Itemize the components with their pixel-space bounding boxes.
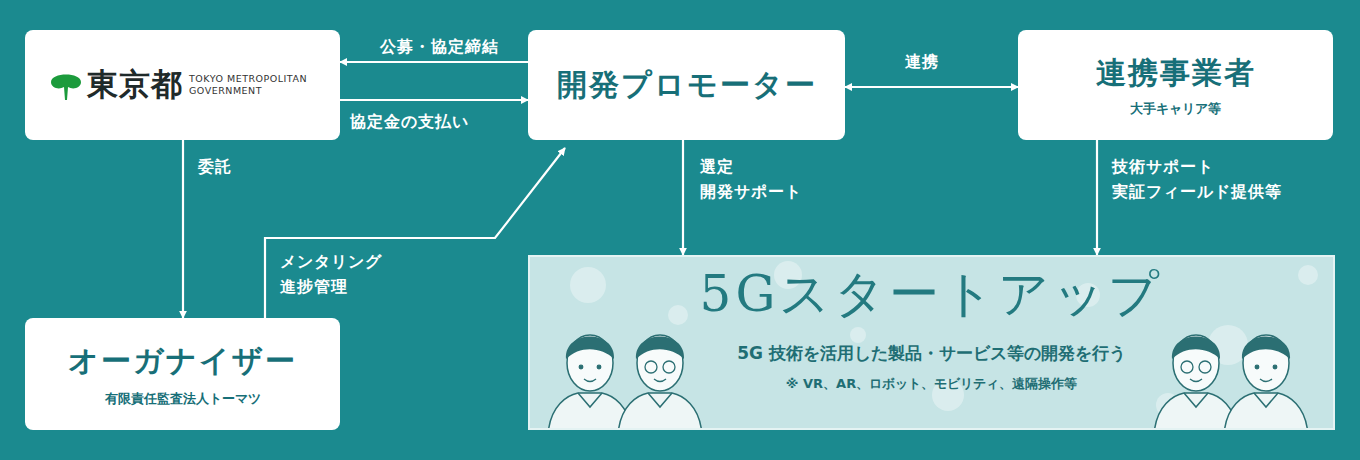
connector-arrow	[1096, 140, 1098, 255]
person-mouth	[584, 379, 596, 382]
box-subtitle: 有限責任監査法人トーマツ	[105, 390, 261, 408]
org-box: オーガナイザー有限責任監査法人トーマツ	[25, 318, 340, 430]
connector-label: 連携	[905, 50, 965, 75]
connector-arrow	[340, 61, 528, 63]
person-eye	[663, 361, 675, 373]
org-box: 連携事業者大手キャリア等	[1018, 30, 1333, 140]
person-eye	[1273, 365, 1277, 369]
person-collar	[1254, 393, 1278, 407]
person-eye	[1181, 361, 1193, 373]
connector-arrow	[265, 148, 565, 318]
box-subtitle: 大手キャリア等	[1130, 100, 1221, 118]
connector-arrow	[682, 140, 684, 255]
box-title: 開発プロモーター	[557, 65, 817, 106]
person-eye	[645, 361, 657, 373]
band-note: ※ VR、AR、ロボット、モビリティ、遠隔操作等	[786, 375, 1077, 393]
person-eye	[1199, 361, 1211, 373]
connector-label: メンタリング 進捗管理	[280, 250, 405, 300]
connector-arrow	[340, 99, 528, 101]
logo-wordmark: 東京都	[87, 64, 183, 106]
person-eye	[1255, 365, 1259, 369]
connector-label: 技術サポート 実証フィールド提供等	[1112, 155, 1312, 205]
person-figure	[1154, 335, 1238, 430]
box-title: オーガナイザー	[68, 341, 297, 382]
person-collar	[648, 393, 672, 407]
bokeh-dot	[570, 267, 606, 303]
logo-subtitle: TOKYO METROPOLITAN GOVERNMENT	[189, 73, 317, 97]
connector-label: 協定金の支払い	[350, 110, 510, 135]
person-mouth	[1190, 379, 1202, 382]
bokeh-dot	[1298, 265, 1318, 285]
person-collar	[1184, 393, 1208, 407]
person-mouth	[654, 379, 666, 382]
person-hair	[1242, 337, 1290, 360]
bokeh-dot	[668, 305, 688, 325]
box-title: 連携事業者	[1096, 53, 1256, 94]
startup-band: 5Gスタートアップ 5G 技術を活用した製品・サービス等の開発を行う ※ VR、AR…	[528, 255, 1335, 430]
ginkgo-logo	[49, 68, 83, 102]
person-hair	[566, 337, 614, 360]
band-subtitle: 5G 技術を活用した製品・サービス等の開発を行う	[737, 342, 1126, 365]
bokeh-dot	[850, 327, 866, 343]
person-figure	[618, 335, 702, 430]
band-title: 5Gスタートアップ	[700, 261, 1164, 328]
connector-arrow	[182, 140, 184, 318]
person-eye	[597, 365, 601, 369]
org-box: 東京都TOKYO METROPOLITAN GOVERNMENT	[25, 30, 340, 140]
ginkgo-leaf	[51, 75, 81, 101]
person-shoulders	[1224, 393, 1308, 430]
connector-label: 選定 開発サポート	[700, 155, 825, 205]
person-figure	[1224, 335, 1308, 430]
person-hair	[636, 337, 684, 360]
person-collar	[578, 393, 602, 407]
person-mouth	[1260, 379, 1272, 382]
connector-label: 公募・協定締結	[380, 35, 540, 60]
connector-label: 委託	[198, 155, 258, 180]
person-hair	[1172, 337, 1220, 360]
person-figure	[548, 335, 632, 430]
person-shoulders	[618, 393, 702, 430]
org-box: 開発プロモーター	[528, 30, 845, 140]
connector-arrow	[845, 86, 1018, 88]
person-eye	[579, 365, 583, 369]
